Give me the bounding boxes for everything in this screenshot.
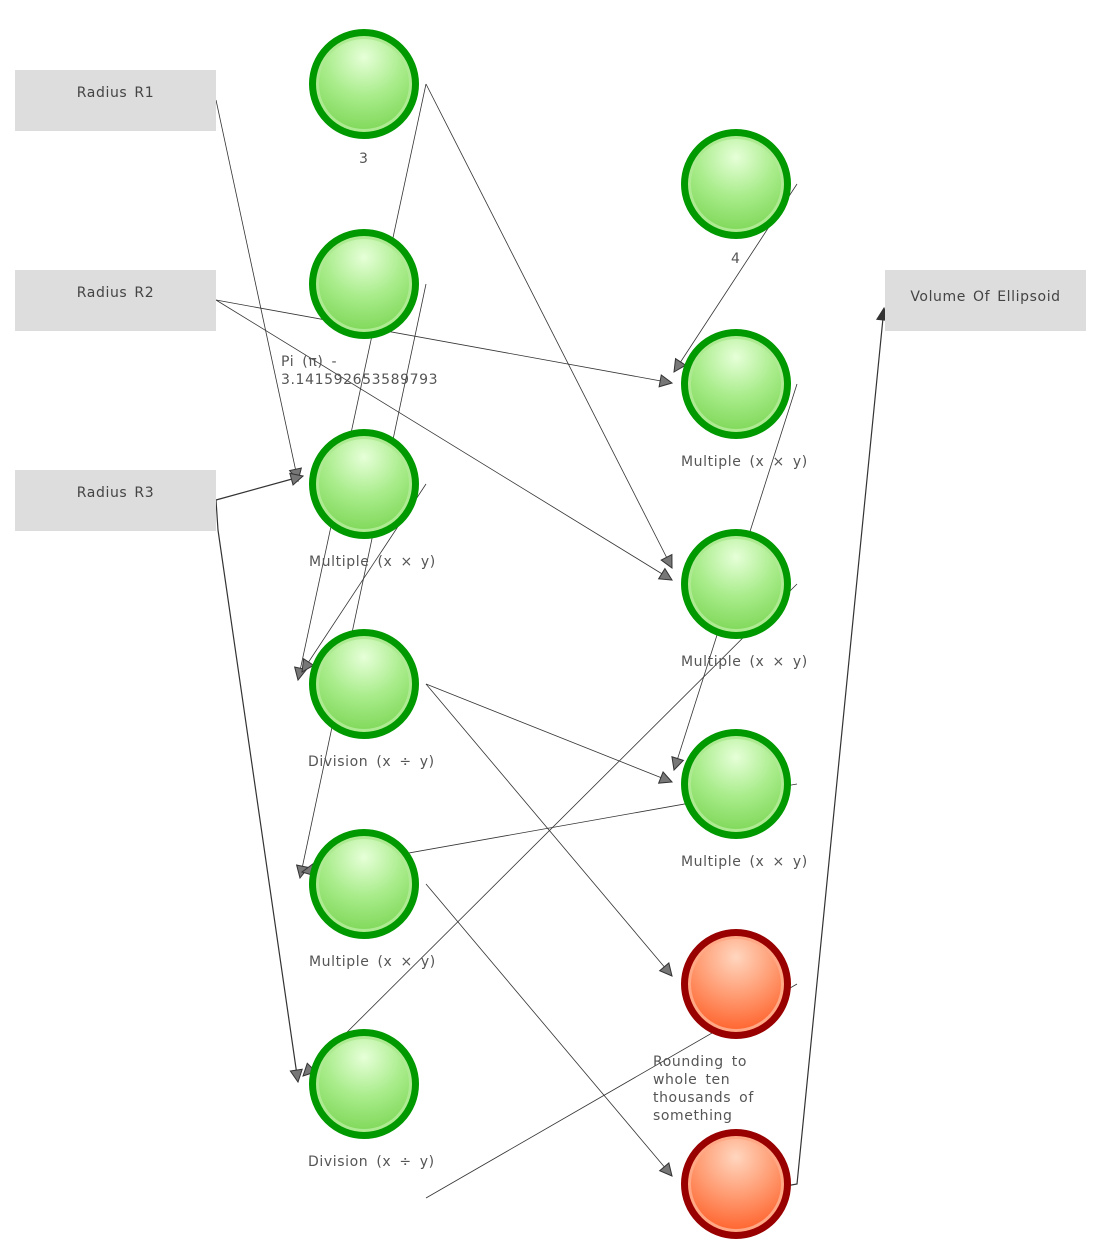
output-box-volume[interactable]: Volume Of Ellipsoid: [885, 270, 1086, 331]
node-multiply-a3[interactable]: [309, 829, 419, 939]
node-label: Division (x ÷ y): [308, 754, 435, 770]
arrowhead-icon: [657, 771, 674, 784]
edge-r3-to-a4[interactable]: [215, 499, 303, 1084]
arrowhead-icon: [658, 374, 674, 388]
input-box-radius-r3[interactable]: Radius R3: [15, 470, 216, 531]
arrowhead-icon: [289, 1068, 303, 1084]
node-label: Multiple (x × y): [681, 854, 808, 870]
node-label: Rounding to whole ten thousands of somet…: [653, 1054, 754, 1124]
node-label: Pi (π) - 3.141592653589793: [281, 354, 439, 388]
node-multiply-b2[interactable]: [681, 529, 791, 639]
input-label: Radius R3: [76, 485, 155, 501]
arrowhead-icon: [673, 357, 687, 373]
node-divide-a2[interactable]: [309, 629, 419, 739]
node-constant-3[interactable]: [309, 29, 419, 139]
edge-r1-to-a1[interactable]: [215, 99, 303, 483]
node-label: Multiple (x × y): [309, 954, 436, 970]
node-label: Multiple (x × y): [309, 554, 436, 570]
edge-layer: [215, 83, 890, 1199]
node-rounding-1[interactable]: [681, 929, 791, 1039]
node-label: 4: [731, 251, 741, 267]
node-label: Multiple (x × y): [681, 454, 808, 470]
arrowhead-icon: [658, 1162, 673, 1177]
input-label: Radius R1: [76, 85, 155, 101]
node-multiply-b1[interactable]: [681, 329, 791, 439]
node-multiply-a1[interactable]: [309, 429, 419, 539]
edge-a2-to-rd1[interactable]: [425, 683, 673, 977]
node-divide-a4[interactable]: [309, 1029, 419, 1139]
node-multiply-b3[interactable]: [681, 729, 791, 839]
node-label: Multiple (x × y): [681, 654, 808, 670]
edge-a2-to-b3[interactable]: [425, 683, 674, 784]
input-box-radius-r1[interactable]: Radius R1: [15, 70, 216, 131]
arrowhead-icon: [671, 756, 685, 772]
edge-a3-to-rd2[interactable]: [425, 883, 673, 1177]
arrowhead-icon: [301, 657, 315, 673]
arrowhead-icon: [289, 472, 305, 486]
node-constant-4[interactable]: [681, 129, 791, 239]
edge-r2-to-b2[interactable]: [215, 299, 673, 581]
arrowhead-icon: [660, 553, 673, 569]
edge-r2-to-b1[interactable]: [215, 299, 674, 388]
diagram-canvas: Radius R1 Radius R2 Radius R3 Volume Of …: [15, 29, 1086, 1239]
arrowhead-icon: [658, 962, 673, 977]
node-rounding-2[interactable]: [681, 1129, 791, 1239]
node-constant-pi[interactable]: [309, 229, 419, 339]
input-label: Radius R2: [76, 285, 155, 301]
edge-r3-to-a1[interactable]: [215, 472, 305, 501]
input-box-radius-r2[interactable]: Radius R2: [15, 270, 216, 331]
edge-c3-to-b2[interactable]: [425, 83, 673, 569]
output-label: Volume Of Ellipsoid: [910, 289, 1061, 305]
node-label: Division (x ÷ y): [308, 1154, 435, 1170]
arrowhead-icon: [657, 567, 673, 581]
node-label: 3: [359, 151, 369, 167]
